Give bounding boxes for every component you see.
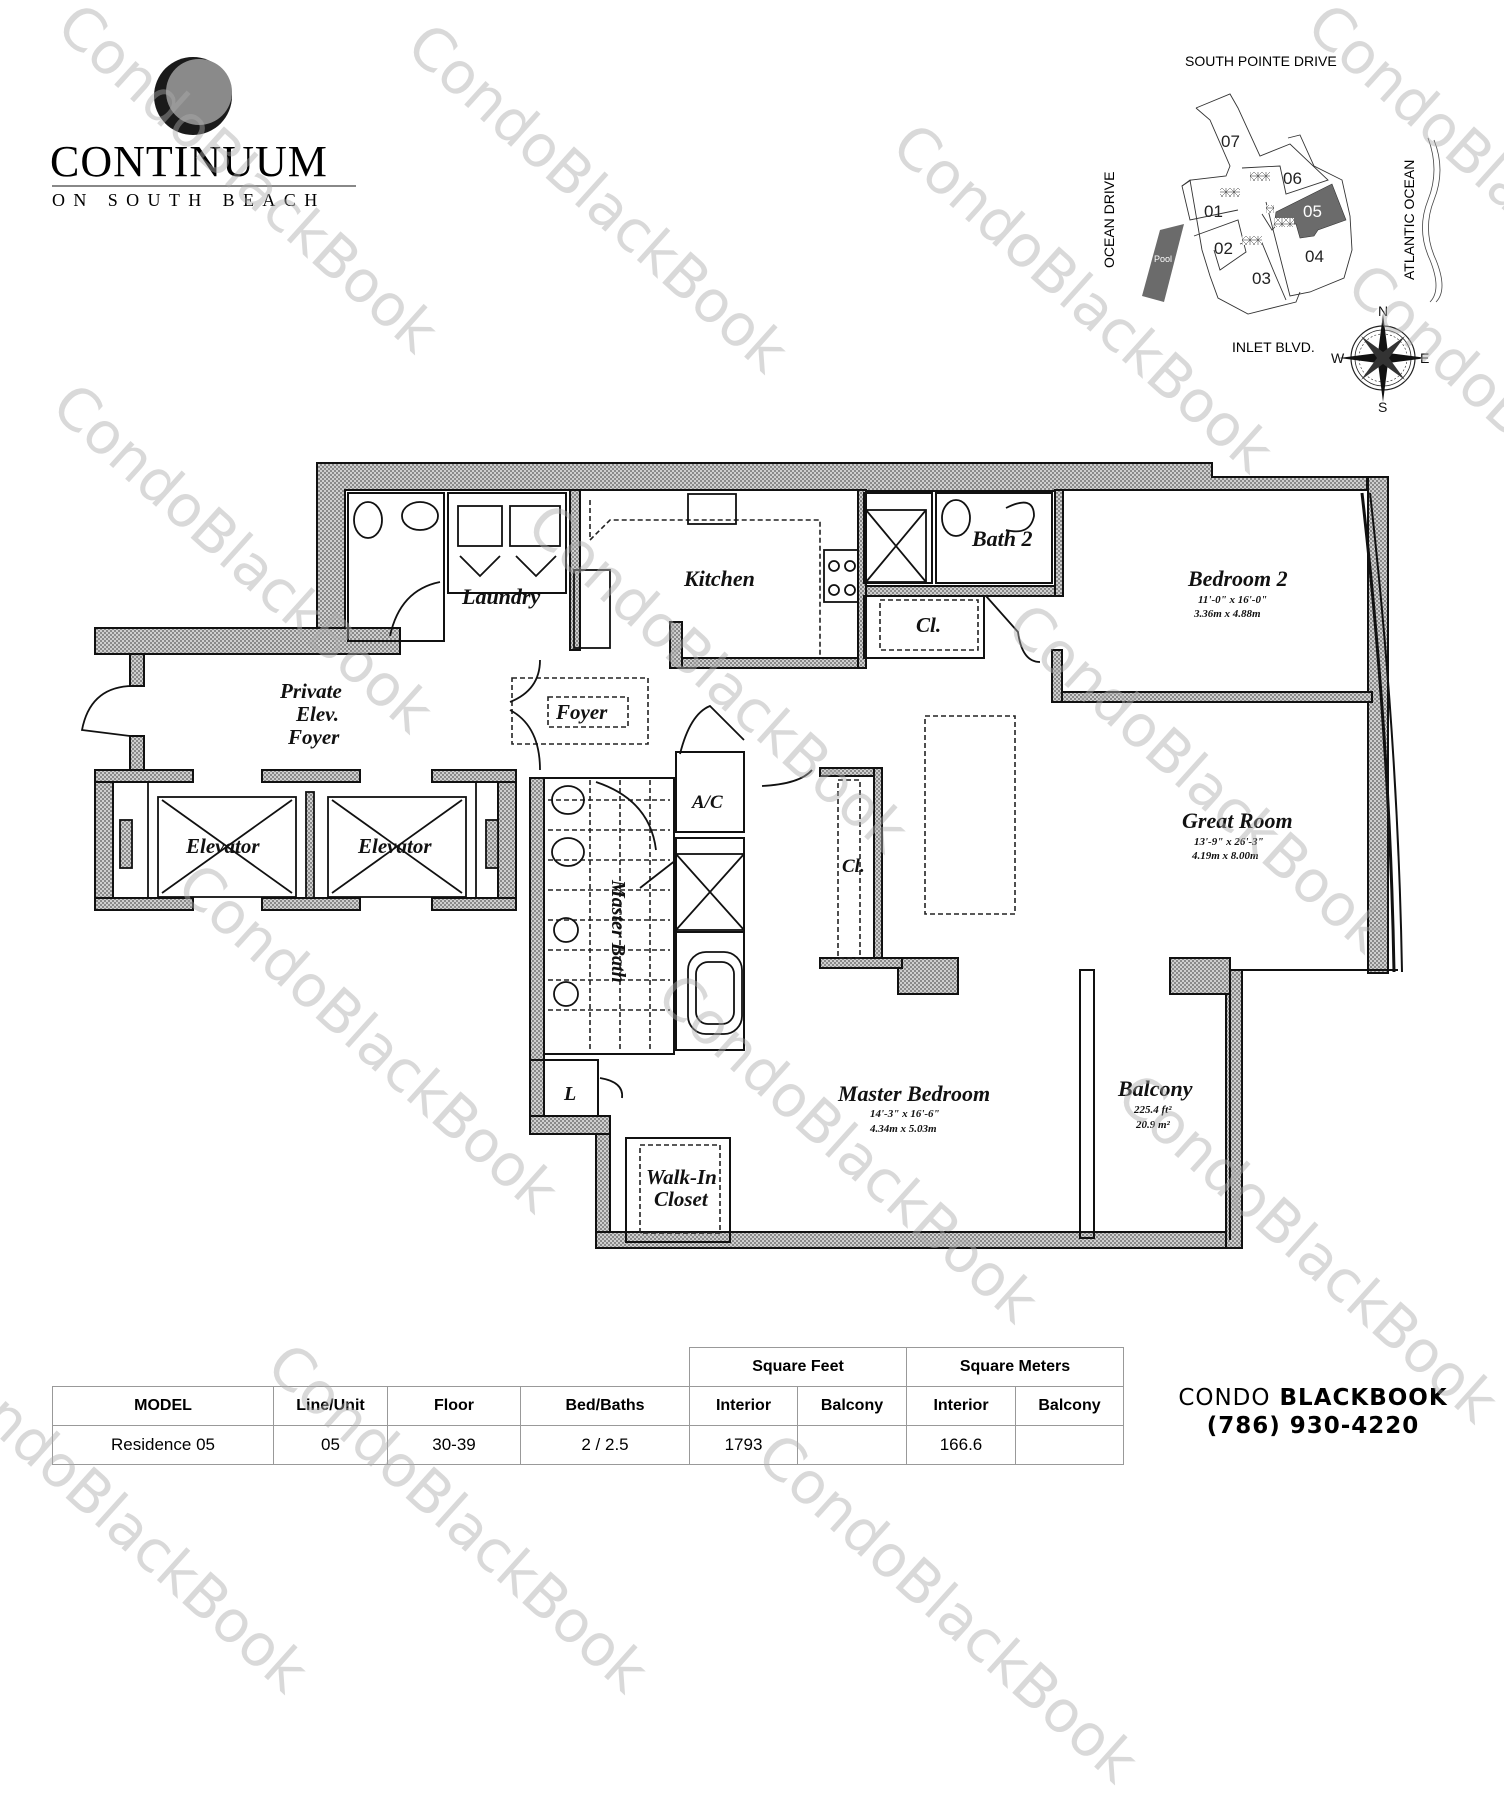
room-label-walk-in-closet-2: Closet (654, 1187, 709, 1211)
unit-01-label: 01 (1204, 202, 1223, 221)
col-sqm-balcony: Balcony (1015, 1386, 1124, 1426)
room-label-private-elev-foyer-2: Elev. (295, 702, 339, 726)
pool-icon: Pool (1142, 224, 1184, 302)
floor-plan-residence-05: Laundry Kitchen Bath 2 Bedroom 2 11'-0" … (80, 462, 1403, 1249)
room-label-closet-great-room: Cl. (842, 856, 865, 877)
col-sqft-balcony: Balcony (797, 1386, 907, 1426)
balcony-area-sqm: 20.9 m² (1135, 1119, 1171, 1131)
room-label-great-room: Great Room (1182, 808, 1293, 833)
master-bedroom-dims-imperial: 14'-3" x 16'-6" (870, 1108, 940, 1120)
col-sqft-interior: Interior (689, 1386, 798, 1426)
unit-02-label: 02 (1214, 239, 1233, 258)
cell-line-unit: 05 (273, 1425, 388, 1465)
watermark: CondoBlackBook (394, 10, 802, 386)
condo-blackbook-brand: CONDO BLACKBOOK (786) 930-4220 (1140, 1384, 1486, 1440)
room-label-foyer: Foyer (555, 700, 608, 724)
room-label-closet-bedroom-2: Cl. (916, 613, 941, 637)
compass-south: S (1378, 399, 1387, 415)
cell-sqm-balcony (1015, 1425, 1124, 1465)
street-south-pointe-drive: SOUTH POINTE DRIVE (1185, 53, 1337, 69)
room-label-balcony: Balcony (1117, 1076, 1193, 1101)
exterior-walls (94, 462, 1389, 1249)
table-header-row: MODEL Line/Unit Floor Bed/Baths Interior… (52, 1386, 1124, 1426)
room-label-private-elev-foyer-3: Foyer (287, 725, 340, 749)
logo-title: CONTINUUM (50, 137, 328, 186)
room-label-elevator-right: Elevator (357, 834, 432, 858)
compass-east: E (1420, 350, 1429, 366)
room-label-linen: L (563, 1083, 576, 1105)
col-line-unit: Line/Unit (273, 1386, 388, 1426)
table-row: Residence 05 05 30-39 2 / 2.5 1793 166.6 (52, 1425, 1124, 1465)
room-label-walk-in-closet-1: Walk-In (646, 1165, 717, 1189)
cell-model: Residence 05 (52, 1425, 274, 1465)
cell-floor: 30-39 (387, 1425, 521, 1465)
room-label-bedroom-2: Bedroom 2 (1187, 566, 1288, 591)
logo-subtitle: ON SOUTH BEACH (52, 190, 326, 210)
unit-specs-table: Square Feet Square Meters MODEL Line/Uni… (52, 1347, 1124, 1465)
bedroom-2-dims-metric: 3.36m x 4.88m (1193, 608, 1261, 620)
brand-name-light: CONDO (1178, 1385, 1271, 1411)
street-ocean-drive: OCEAN DRIVE (1101, 172, 1117, 268)
room-label-ac: A/C (691, 792, 723, 813)
watermark: CondoBlackBook (744, 1420, 1152, 1796)
cell-sqft-balcony (797, 1425, 907, 1465)
unit-04-label: 04 (1305, 247, 1324, 266)
col-bed-baths: Bed/Baths (520, 1386, 690, 1426)
brand-phone[interactable]: (786) 930-4220 (1206, 1413, 1420, 1439)
room-label-private-elev-foyer-1: Private (279, 679, 342, 703)
col-model: MODEL (52, 1386, 274, 1426)
master-bedroom-dims-metric: 4.34m x 5.03m (869, 1123, 937, 1135)
compass-rose-icon (1339, 314, 1427, 402)
unit-05-label: 05 (1303, 202, 1322, 221)
header-square-feet: Square Feet (689, 1347, 907, 1387)
street-inlet-blvd: INLET BLVD. (1232, 339, 1315, 355)
logo-divider (52, 185, 356, 187)
brand-name-bold: BLACKBOOK (1279, 1385, 1448, 1411)
room-label-master-bedroom: Master Bedroom (837, 1081, 990, 1106)
unit-03-label: 03 (1252, 269, 1271, 288)
balcony-area-sqft: 225.4 ft² (1133, 1104, 1172, 1116)
header-square-meters: Square Meters (906, 1347, 1124, 1387)
col-sqm-interior: Interior (906, 1386, 1016, 1426)
room-label-elevator-left: Elevator (185, 834, 260, 858)
compass-west: W (1331, 350, 1345, 366)
unit-07-label: 07 (1221, 132, 1240, 151)
col-floor: Floor (387, 1386, 521, 1426)
compass-north: N (1378, 303, 1388, 319)
great-room-dims-imperial: 13'-9" x 26'-3" (1194, 836, 1264, 848)
great-room-dims-metric: 4.19m x 8.00m (1191, 850, 1259, 862)
bedroom-2-dims-imperial: 11'-0" x 16'-0" (1198, 594, 1267, 606)
room-label-kitchen: Kitchen (683, 566, 755, 591)
continuum-logo-moon-icon (154, 57, 232, 135)
room-label-laundry: Laundry (461, 584, 540, 609)
room-label-master-bath: Master Bath (607, 879, 629, 983)
cell-sqm-interior: 166.6 (906, 1425, 1016, 1465)
cell-sqft-interior: 1793 (689, 1425, 798, 1465)
room-label-bath-2: Bath 2 (971, 526, 1033, 551)
unit-06-label: 06 (1283, 169, 1302, 188)
cell-bed-baths: 2 / 2.5 (520, 1425, 690, 1465)
site-key-plan: SOUTH POINTE DRIVE OCEAN DRIVE ATLANTIC … (1101, 53, 1443, 415)
street-atlantic-ocean: ATLANTIC OCEAN (1401, 160, 1417, 280)
svg-text:Pool: Pool (1154, 254, 1172, 264)
